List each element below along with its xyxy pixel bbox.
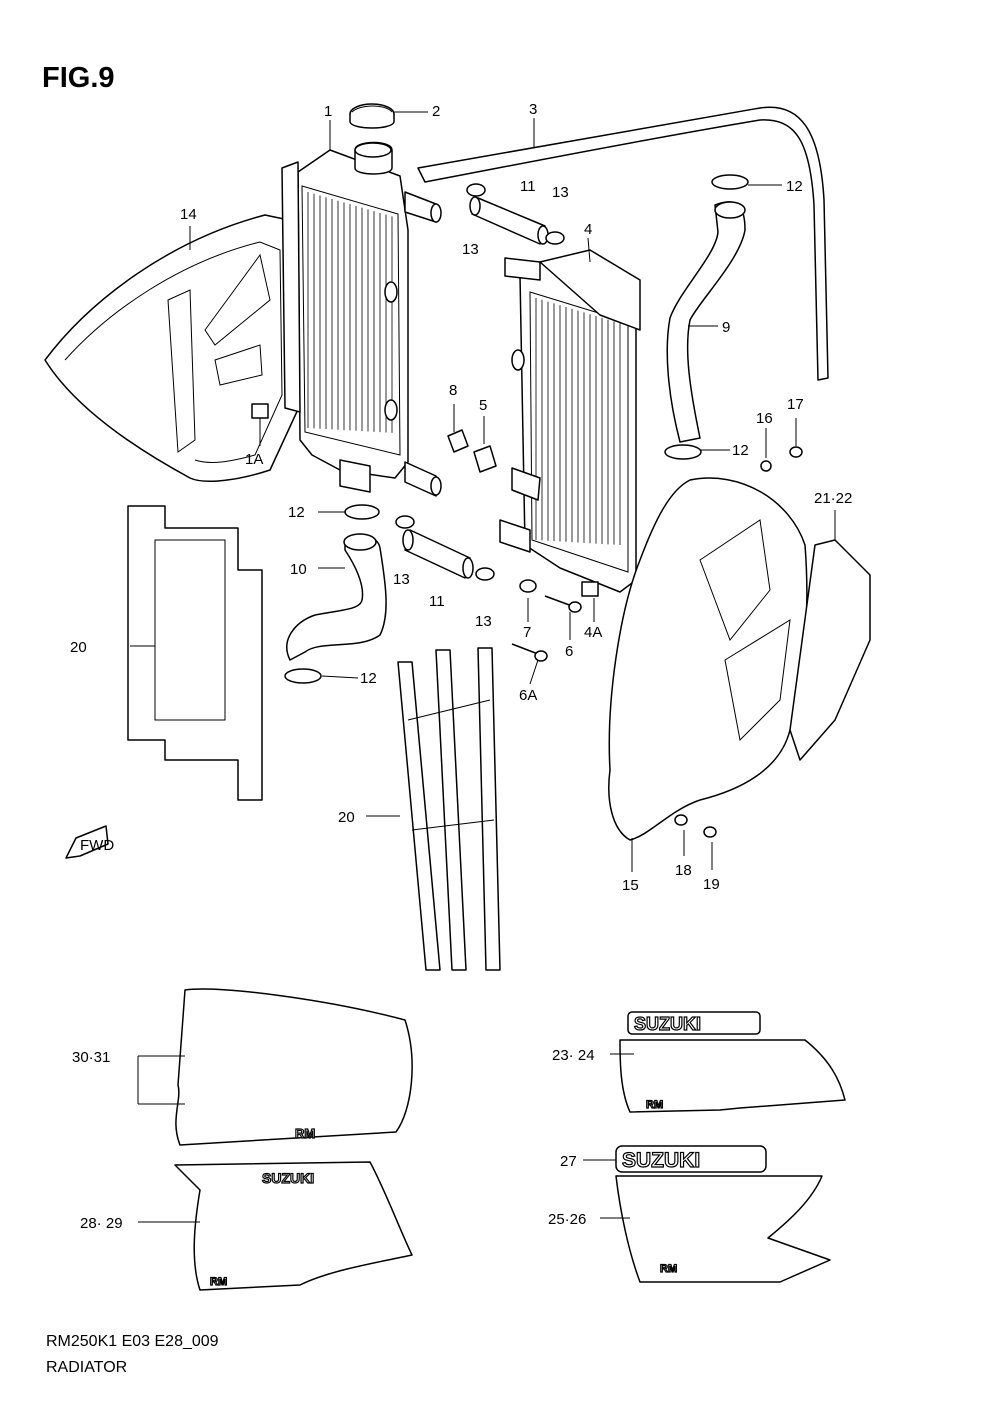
callout-labels: 1 2 3 4 5 6 7 8 9 10 11 11 12 12 12 12 1… <box>70 101 852 1232</box>
radiator-shroud-part-21-22 <box>789 539 871 761</box>
callout-13-upper-right: 13 <box>552 184 569 201</box>
right-radiator-part-4 <box>499 249 641 597</box>
breather-hose-part-3 <box>417 106 829 381</box>
callout-4: 4 <box>584 221 592 238</box>
radiator-louver-part-20-right <box>397 647 501 971</box>
radiator-hose-part-9 <box>666 201 746 443</box>
callout-12-bottom: 12 <box>360 670 377 687</box>
callout-23-24: 23· 24 <box>552 1047 595 1064</box>
radiator-cap-part-2 <box>349 103 395 129</box>
callout-1A: 1A <box>245 451 263 468</box>
left-radiator-part-1 <box>281 141 442 497</box>
callout-leader-lines <box>130 111 836 1223</box>
callout-20-left: 20 <box>70 639 87 656</box>
decal-23-model: RM <box>646 1099 663 1111</box>
radiator-shroud-part-14 <box>44 214 301 482</box>
decal-28-brand: SUZUKI <box>262 1170 314 1186</box>
callout-12-top-right: 12 <box>786 178 803 195</box>
decal-23-brand: SUZUKI <box>634 1014 701 1034</box>
callout-13-lower-right: 13 <box>475 613 492 630</box>
callout-20-right: 20 <box>338 809 355 826</box>
radiator-hose-part-10 <box>286 533 387 661</box>
callout-28-29: 28· 29 <box>80 1215 123 1232</box>
callout-9: 9 <box>722 319 730 336</box>
callout-5: 5 <box>479 397 487 414</box>
callout-6: 6 <box>565 643 573 660</box>
callout-16: 16 <box>756 410 773 427</box>
callout-12-left: 12 <box>288 504 305 521</box>
decal-part-27: SUZUKI <box>615 1145 767 1173</box>
decal-part-30-31: RM <box>175 988 413 1146</box>
callout-13-lower-left: 13 <box>393 571 410 588</box>
callout-21-22: 21·22 <box>814 490 852 507</box>
callout-4A: 4A <box>584 624 602 641</box>
fwd-text: FWD <box>80 837 114 854</box>
callout-25-26: 25·26 <box>548 1211 586 1228</box>
hose-clamps-part-12-13 <box>284 174 749 684</box>
callout-6A: 6A <box>519 687 537 704</box>
figure-title: FIG.9 <box>42 62 115 94</box>
callout-10: 10 <box>290 561 307 578</box>
decal-part-28-29: SUZUKI RM <box>174 1161 413 1291</box>
callout-3: 3 <box>529 101 537 118</box>
callout-19: 19 <box>703 876 720 893</box>
callout-12-right: 12 <box>732 442 749 459</box>
callout-1: 1 <box>324 103 332 120</box>
decal-27-brand: SUZUKI <box>622 1149 700 1172</box>
callout-13-upper-left: 13 <box>462 241 479 258</box>
radiator-louver-part-20-left <box>127 505 263 801</box>
callout-30-31: 30·31 <box>72 1049 110 1066</box>
decal-28-model: RM <box>210 1276 227 1288</box>
callout-15: 15 <box>622 877 639 894</box>
callout-11-upper: 11 <box>520 178 536 195</box>
callout-17: 17 <box>787 396 804 413</box>
radiator-hose-part-11 <box>402 196 549 579</box>
callout-2: 2 <box>432 103 440 120</box>
radiator-cover-part-15 <box>608 477 808 841</box>
diagram-code: RM250K1 E03 E28_009 <box>46 1333 219 1350</box>
decal-part-23-24: SUZUKI RM <box>619 1011 846 1113</box>
callout-7: 7 <box>523 624 531 641</box>
callout-18: 18 <box>675 862 692 879</box>
forward-direction-arrow-icon: FWD <box>65 825 114 859</box>
decal-part-25-26: RM <box>615 1175 831 1283</box>
decal-30-model: RM <box>295 1126 315 1141</box>
callout-11-lower: 11 <box>429 593 445 610</box>
diagram-name: RADIATOR <box>46 1359 128 1376</box>
callout-8: 8 <box>449 382 457 399</box>
fasteners-and-grommets <box>447 429 803 838</box>
callout-27: 27 <box>560 1153 577 1170</box>
decal-25-model: RM <box>660 1263 677 1275</box>
callout-14: 14 <box>180 206 197 223</box>
